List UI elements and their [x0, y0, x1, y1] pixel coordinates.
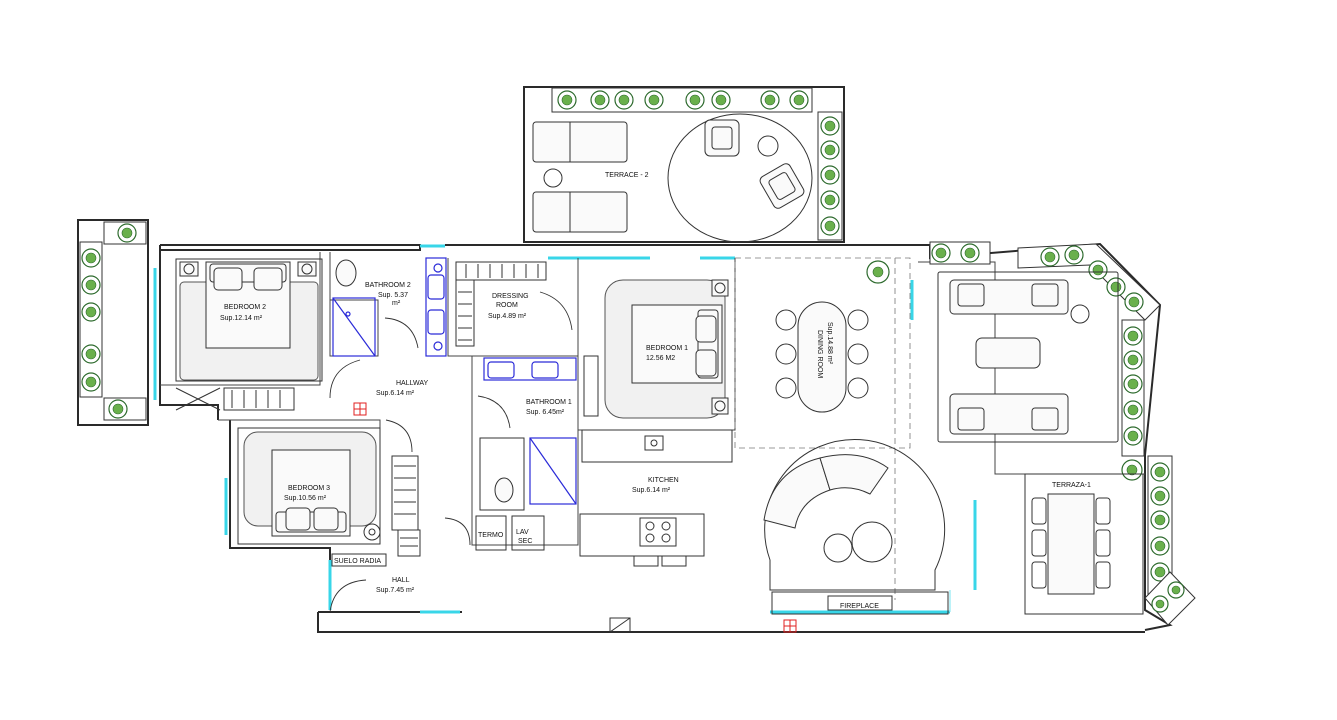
coffee-table: [823, 533, 853, 563]
dressing-label-line2: ROOM: [496, 302, 518, 309]
bathroom-1-label: BATHROOM 1: [526, 399, 572, 406]
terrace-rug: [1024, 473, 1144, 615]
wardrobe: [391, 455, 419, 531]
lav-label: LAV: [516, 529, 529, 536]
pillow: [695, 349, 717, 377]
toilet: [494, 477, 514, 503]
kitchen-island: [579, 513, 705, 557]
armchair: [759, 163, 805, 209]
pillow: [213, 267, 283, 291]
planter-plants-top: [557, 90, 840, 236]
curved-sofa: [763, 457, 831, 529]
bedroom-2: BEDROOM 2 Sup.12.14 m²: [160, 252, 323, 411]
washer-dryer: [511, 515, 545, 551]
sec-label: SEC: [518, 538, 532, 545]
hallway-area: Sup.6.14 m²: [376, 390, 415, 397]
radiator-grid: [353, 402, 367, 416]
bathroom-2-unit: m²: [392, 300, 401, 307]
lounge-rug: [937, 271, 1119, 443]
lounge-terrace: TERRAZA-1: [894, 241, 1196, 626]
termo-label: TERMO: [478, 532, 504, 539]
bathroom-1: BATHROOM 1 Sup. 6.45m²: [471, 356, 579, 546]
bedroom-1: BEDROOM 1 12.56 M2: [577, 258, 736, 431]
sink: [427, 274, 445, 300]
fireplace-label: FIREPLACE: [840, 603, 879, 610]
pillow: [695, 315, 717, 343]
dressing-room: DRESSING ROOM Sup.4.89 m²: [447, 258, 578, 357]
water-heater: [475, 515, 507, 551]
dining-area: Sup.14.88 m²: [826, 322, 833, 365]
sofa: [949, 393, 1069, 435]
sun-lounger: [532, 191, 628, 233]
outdoor-table: [1047, 493, 1095, 595]
wardrobe: [583, 355, 599, 417]
pillow: [285, 507, 311, 531]
coffee-table: [851, 521, 893, 563]
dining-table: [797, 301, 847, 413]
kitchen-label: KITCHEN: [648, 477, 679, 484]
sink: [427, 309, 445, 335]
bedroom-3: BEDROOM 3 Sup.10.56 m²: [237, 427, 421, 557]
laundry: TERMO LAV SEC: [444, 515, 545, 551]
pillow: [313, 507, 339, 531]
fireplace: [771, 591, 949, 615]
terrace-2: TERRACE - 2: [523, 86, 845, 243]
kitchen-area: Sup.6.14 m²: [632, 487, 671, 494]
radiator-grid: [783, 619, 797, 633]
sun-lounger: [532, 121, 628, 163]
side-table: [757, 135, 779, 157]
terrace-2-label: TERRACE - 2: [605, 172, 649, 179]
terraza-1-label: TERRAZA-1: [1052, 482, 1091, 489]
bedroom-3-label: BEDROOM 3: [288, 485, 330, 492]
side-table: [543, 168, 563, 188]
dining-label: DINING ROOM: [816, 330, 823, 378]
bathroom-2-label: BATHROOM 2: [365, 282, 411, 289]
kitchen: KITCHEN Sup.6.14 m²: [579, 429, 733, 567]
left-balcony: [77, 219, 149, 426]
windows: [153, 244, 977, 614]
dressing-label-line1: DRESSING: [492, 293, 529, 300]
dining-room: DINING ROOM Sup.14.88 m²: [734, 257, 911, 449]
sink: [531, 361, 559, 379]
bedroom-1-label: BEDROOM 1: [646, 345, 688, 352]
toilet: [335, 259, 357, 287]
hall-label: HALL: [392, 577, 410, 584]
coffee-table: [975, 337, 1041, 369]
curved-sofa: [819, 454, 889, 495]
bedroom-2-area: Sup.12.14 m²: [220, 315, 263, 322]
round-rug: [667, 113, 813, 243]
bathroom-1-area: Sup. 6.45m²: [526, 409, 565, 416]
bedroom-2-label: BEDROOM 2: [224, 304, 266, 311]
wardrobe: [223, 387, 295, 411]
bathroom-2-area: Sup. 5.37: [378, 292, 408, 299]
hallway-label: HALLWAY: [396, 380, 428, 387]
kitchen-sink: [644, 435, 664, 451]
dressing-area: Sup.4.89 m²: [488, 313, 527, 320]
living-area: FIREPLACE: [609, 438, 949, 633]
armchair: [704, 119, 740, 157]
suelo-label: SUELO RADIA: [334, 558, 381, 565]
hall-area: Sup.7.45 m²: [376, 587, 415, 594]
bathroom-2: BATHROOM 2 Sup. 5.37 m²: [329, 252, 447, 357]
underfloor-heating: [331, 553, 387, 567]
hall: SUELO RADIA HALL Sup.7.45 m²: [329, 553, 415, 613]
bedroom-1-area: 12.56 M2: [646, 355, 675, 362]
sofa: [949, 279, 1069, 315]
bedroom-3-area: Sup.10.56 m²: [284, 495, 327, 502]
sink: [487, 361, 515, 379]
